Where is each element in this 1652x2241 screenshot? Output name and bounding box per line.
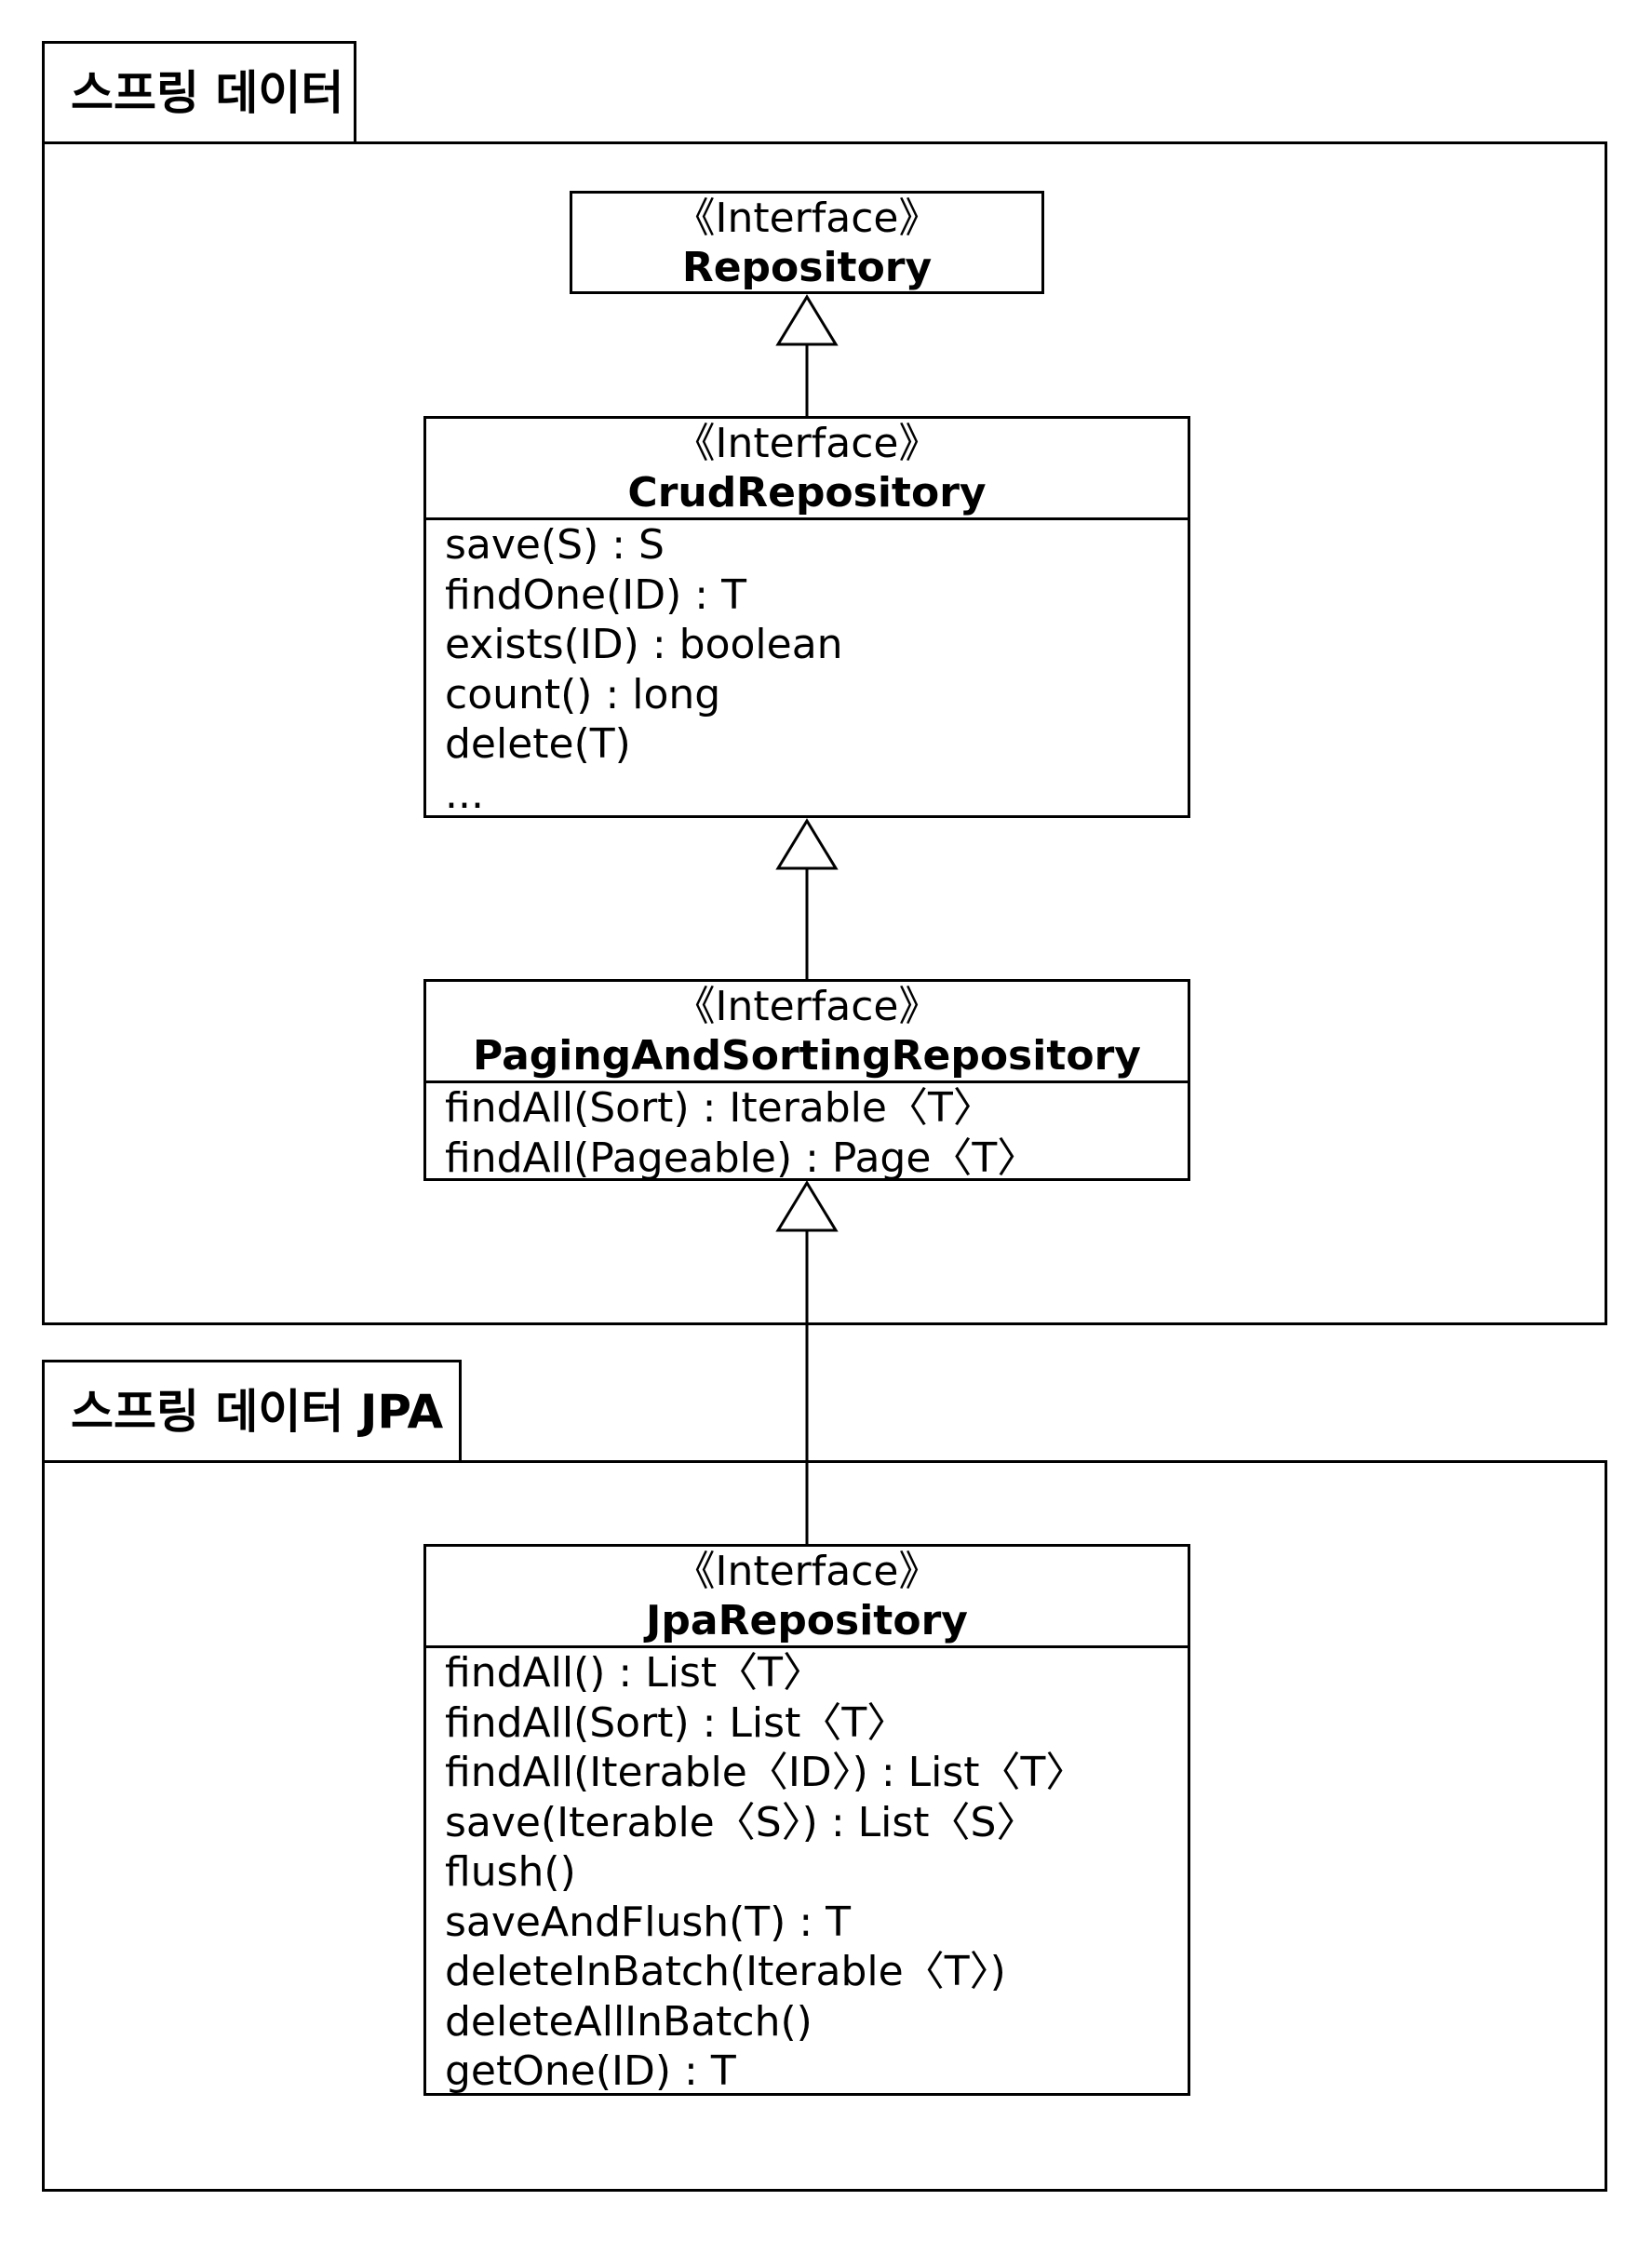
generalization-arrowhead-repository — [775, 294, 839, 346]
operation-item: findOne(ID) : T — [445, 570, 746, 619]
operation-ellipsis: ... — [445, 770, 484, 818]
generalization-arrowhead-crud — [775, 818, 839, 870]
package-tab-spring-data: 스프링 데이터 — [42, 41, 356, 144]
stereotype-label: 《Interface》 — [674, 1548, 940, 1595]
class-crud-repository: 《Interface》 CrudRepository save(S) : S f… — [423, 416, 1190, 818]
class-name-repository: Repository — [681, 244, 933, 291]
operation-item: delete(T) — [445, 720, 631, 768]
operation-item: findAll(Sort) : Iterable〈T〉 — [445, 1084, 994, 1132]
package-title-spring-data: 스프링 데이터 — [71, 65, 344, 120]
operation-item: getOne(ID) : T — [445, 2047, 736, 2095]
operation-item: deleteInBatch(Iterable〈T〉) — [445, 1948, 1006, 1995]
class-name-jpa-repository: JpaRepository — [646, 1597, 968, 1644]
package-title-spring-data-jpa: 스프링 데이터 JPA — [71, 1384, 444, 1439]
package-spring-data — [42, 141, 1607, 1325]
package-spring-data-jpa — [42, 1460, 1607, 2192]
operation-item: findAll() : List〈T〉 — [445, 1649, 824, 1697]
stereotype-label: 《Interface》 — [674, 195, 940, 242]
operations-paging-and-sorting-repository: findAll(Sort) : Iterable〈T〉 findAll(Page… — [426, 1083, 1188, 1181]
class-jpa-repository: 《Interface》 JpaRepository findAll() : Li… — [423, 1544, 1190, 2096]
operations-crud-repository: save(S) : S findOne(ID) : T exists(ID) :… — [426, 520, 1188, 818]
operation-item: findAll(Pageable) : Page〈T〉 — [445, 1134, 1039, 1181]
operation-item: saveAndFlush(T) : T — [445, 1898, 852, 1946]
operation-item: flush() — [445, 1848, 576, 1896]
operation-item: count() : long — [445, 670, 721, 718]
class-name-crud-repository: CrudRepository — [627, 469, 987, 517]
operations-jpa-repository: findAll() : List〈T〉 findAll(Sort) : List… — [426, 1648, 1188, 2095]
generalization-arrowhead-paging — [775, 1180, 839, 1232]
stereotype-label: 《Interface》 — [674, 983, 940, 1030]
class-name-paging-and-sorting-repository: PagingAndSortingRepository — [473, 1032, 1141, 1080]
operation-item: exists(ID) : boolean — [445, 621, 843, 668]
operation-item: save(S) : S — [445, 521, 665, 569]
operation-item: deleteAllInBatch() — [445, 1997, 813, 2046]
class-repository: 《Interface》 Repository — [570, 191, 1044, 294]
operation-item: save(Iterable〈S〉) : List〈S〉 — [445, 1798, 1038, 1846]
class-paging-and-sorting-repository: 《Interface》 PagingAndSortingRepository f… — [423, 979, 1190, 1181]
stereotype-label: 《Interface》 — [674, 420, 940, 467]
operation-item: findAll(Sort) : List〈T〉 — [445, 1698, 908, 1747]
operation-item: findAll(Iterable〈ID〉) : List〈T〉 — [445, 1749, 1087, 1796]
